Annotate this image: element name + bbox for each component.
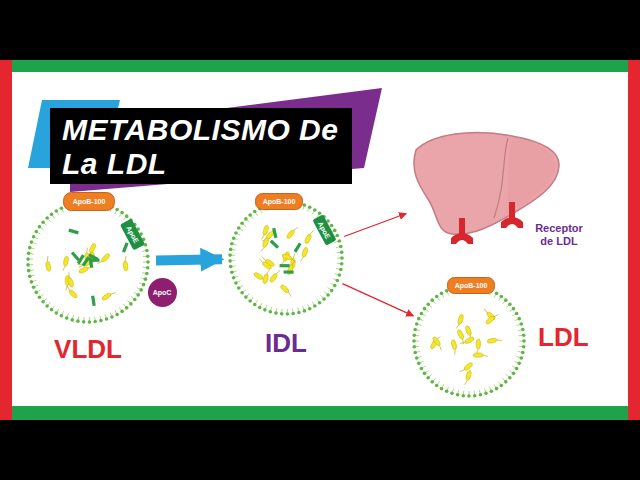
title: METABOLISMO De La LDL xyxy=(62,113,344,181)
bottom-bar xyxy=(0,406,640,420)
lipoprotein-particle: LDLApoB-100 xyxy=(412,284,526,398)
flow-arrow xyxy=(344,214,406,237)
apoprotein-marker: ApoB-100 xyxy=(255,193,303,210)
lipoprotein-particle: VLDLApoB-100ApoEApoC xyxy=(26,200,150,324)
particle-label: VLDL xyxy=(6,334,170,365)
canvas xyxy=(0,60,640,420)
flow-arrow xyxy=(343,284,414,316)
apoprotein-label: ApoC xyxy=(153,289,172,296)
liver-organ: Receptor de LDL xyxy=(410,128,562,240)
apoprotein-marker: ApoB-100 xyxy=(447,277,495,294)
apoprotein-label: ApoB-100 xyxy=(263,198,296,205)
block-arrow xyxy=(156,259,222,260)
particle-label: LDL xyxy=(538,322,608,353)
particle-shape xyxy=(412,284,526,398)
top-bar xyxy=(0,60,640,72)
apoprotein-marker: ApoC xyxy=(148,278,177,307)
apoprotein-label: ApoB-100 xyxy=(455,282,488,289)
right-bar xyxy=(628,60,640,420)
particle-label: IDL xyxy=(208,328,364,359)
particle-shape xyxy=(228,200,344,316)
particle-label: Receptor de LDL xyxy=(528,222,590,248)
lipoprotein-particle: IDLApoB-100ApoE xyxy=(228,200,344,316)
title-box xyxy=(50,108,352,184)
apoprotein-marker: ApoB-100 xyxy=(63,192,115,211)
left-bar xyxy=(0,60,12,420)
apoprotein-label: ApoB-100 xyxy=(73,198,106,205)
